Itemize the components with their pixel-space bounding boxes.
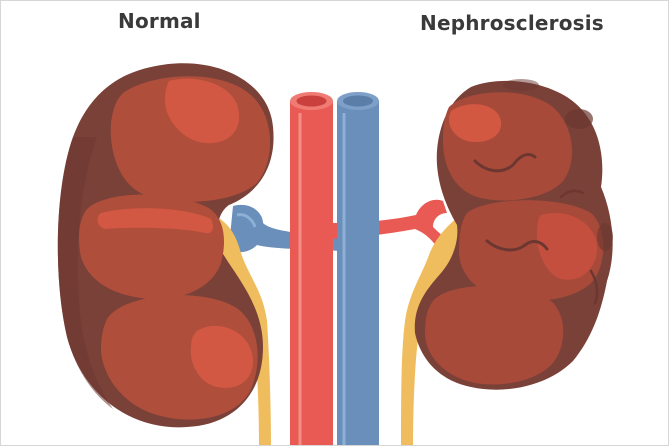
aorta [290,92,333,446]
nephrosclerosis-kidney-label: Nephrosclerosis [420,11,604,35]
normal-kidney-label: Normal [118,9,201,33]
inferior-vena-cava [337,92,379,446]
